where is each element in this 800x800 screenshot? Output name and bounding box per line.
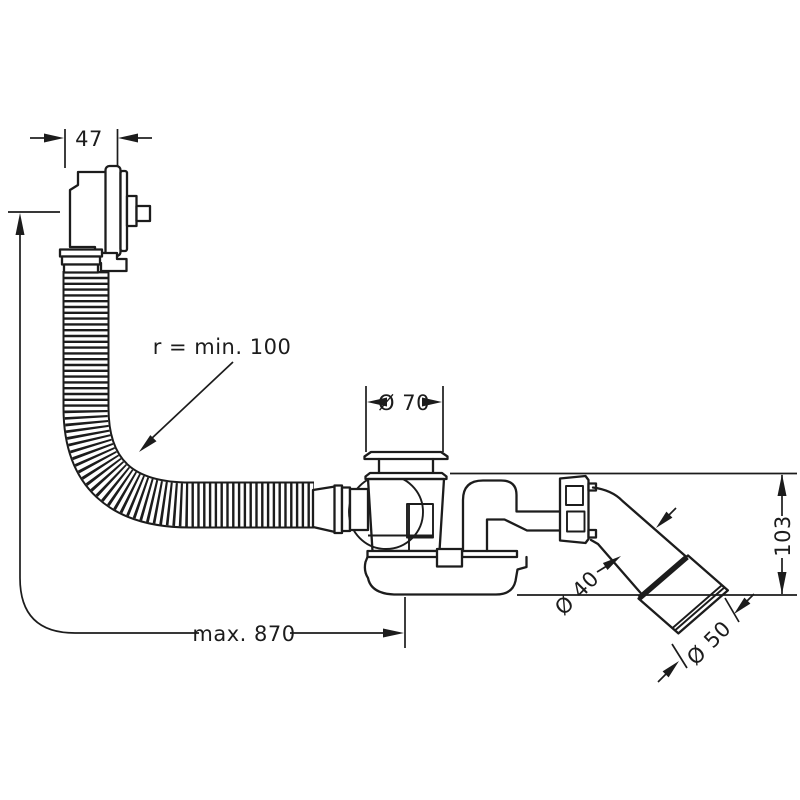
valve-flange-lower bbox=[364, 471, 448, 481]
slip-nut-window2 bbox=[566, 510, 586, 533]
dim-label-870: max. 870 bbox=[192, 622, 295, 646]
ext-tick bbox=[724, 597, 740, 623]
leader-line bbox=[596, 565, 607, 573]
dimension-bend-radius: r = min. 100 bbox=[139, 335, 291, 452]
arrow-right-icon bbox=[422, 397, 442, 407]
overflow-flange bbox=[104, 164, 122, 258]
arrow-up-icon bbox=[777, 474, 787, 496]
valve-flange-top bbox=[363, 450, 449, 461]
slip-nut-tab2 bbox=[587, 528, 598, 539]
arrow-down-left-icon bbox=[656, 511, 673, 528]
trap-plate-left bbox=[366, 549, 439, 559]
dimension-knob-depth: 47 bbox=[30, 127, 152, 168]
overflow-fitting-band bbox=[60, 255, 102, 266]
overflow-body bbox=[68, 170, 108, 255]
overflow-unit bbox=[58, 164, 152, 274]
pipe-upper-surface bbox=[591, 486, 688, 559]
dim-label-103: 103 bbox=[771, 515, 795, 557]
valve-inner-block bbox=[406, 503, 434, 539]
dim-label-47: 47 bbox=[75, 127, 103, 151]
leader-line bbox=[149, 361, 234, 441]
dim-label-40: Ø 40 bbox=[550, 566, 604, 620]
socket-rim bbox=[637, 554, 689, 601]
arrow-right-icon bbox=[44, 133, 64, 143]
arrow-up-right-icon bbox=[662, 661, 679, 678]
dim-line-curved bbox=[19, 233, 199, 634]
hose-corrugation bbox=[64, 271, 314, 527]
ext-tick bbox=[671, 643, 688, 669]
waste-valve bbox=[348, 450, 449, 553]
arrow-up-right-icon bbox=[602, 556, 621, 570]
hose-end-taper bbox=[311, 485, 337, 534]
flexible-hose bbox=[62, 271, 352, 535]
dimension-hose-length: max. 870 bbox=[8, 211, 406, 648]
socket-mouth-line2 bbox=[671, 584, 723, 629]
arrow-down-left-icon bbox=[139, 435, 157, 452]
arrow-right-icon bbox=[383, 628, 404, 638]
trap-bowl bbox=[363, 555, 528, 596]
dimension-outlet-height: 103 bbox=[450, 472, 797, 596]
arrow-down-left-icon bbox=[734, 597, 751, 614]
trap-column bbox=[435, 547, 464, 568]
leader-tail bbox=[657, 673, 667, 683]
pipe-lower-surface bbox=[589, 538, 644, 596]
gooseneck-inner bbox=[485, 518, 563, 553]
arrow-up-icon bbox=[15, 213, 25, 235]
overflow-fitting-band2 bbox=[62, 263, 100, 274]
slip-nut-window1 bbox=[565, 485, 584, 506]
arrow-down-icon bbox=[777, 572, 787, 594]
hose-end-tube bbox=[348, 487, 370, 532]
outlet-pipe bbox=[461, 474, 730, 635]
trap bbox=[363, 547, 528, 596]
trap-plate-right bbox=[460, 549, 519, 559]
arrow-left-icon bbox=[367, 397, 387, 407]
dim-label-radius: r = min. 100 bbox=[153, 335, 292, 359]
dim-label-70: Ø 70 bbox=[378, 391, 430, 415]
dimension-flange-diameter: Ø 70 bbox=[365, 386, 444, 452]
overflow-knob-step2 bbox=[135, 204, 152, 223]
arrow-left-icon bbox=[118, 133, 138, 143]
overflow-knob-step1 bbox=[125, 194, 138, 228]
gooseneck-outer bbox=[461, 479, 563, 553]
